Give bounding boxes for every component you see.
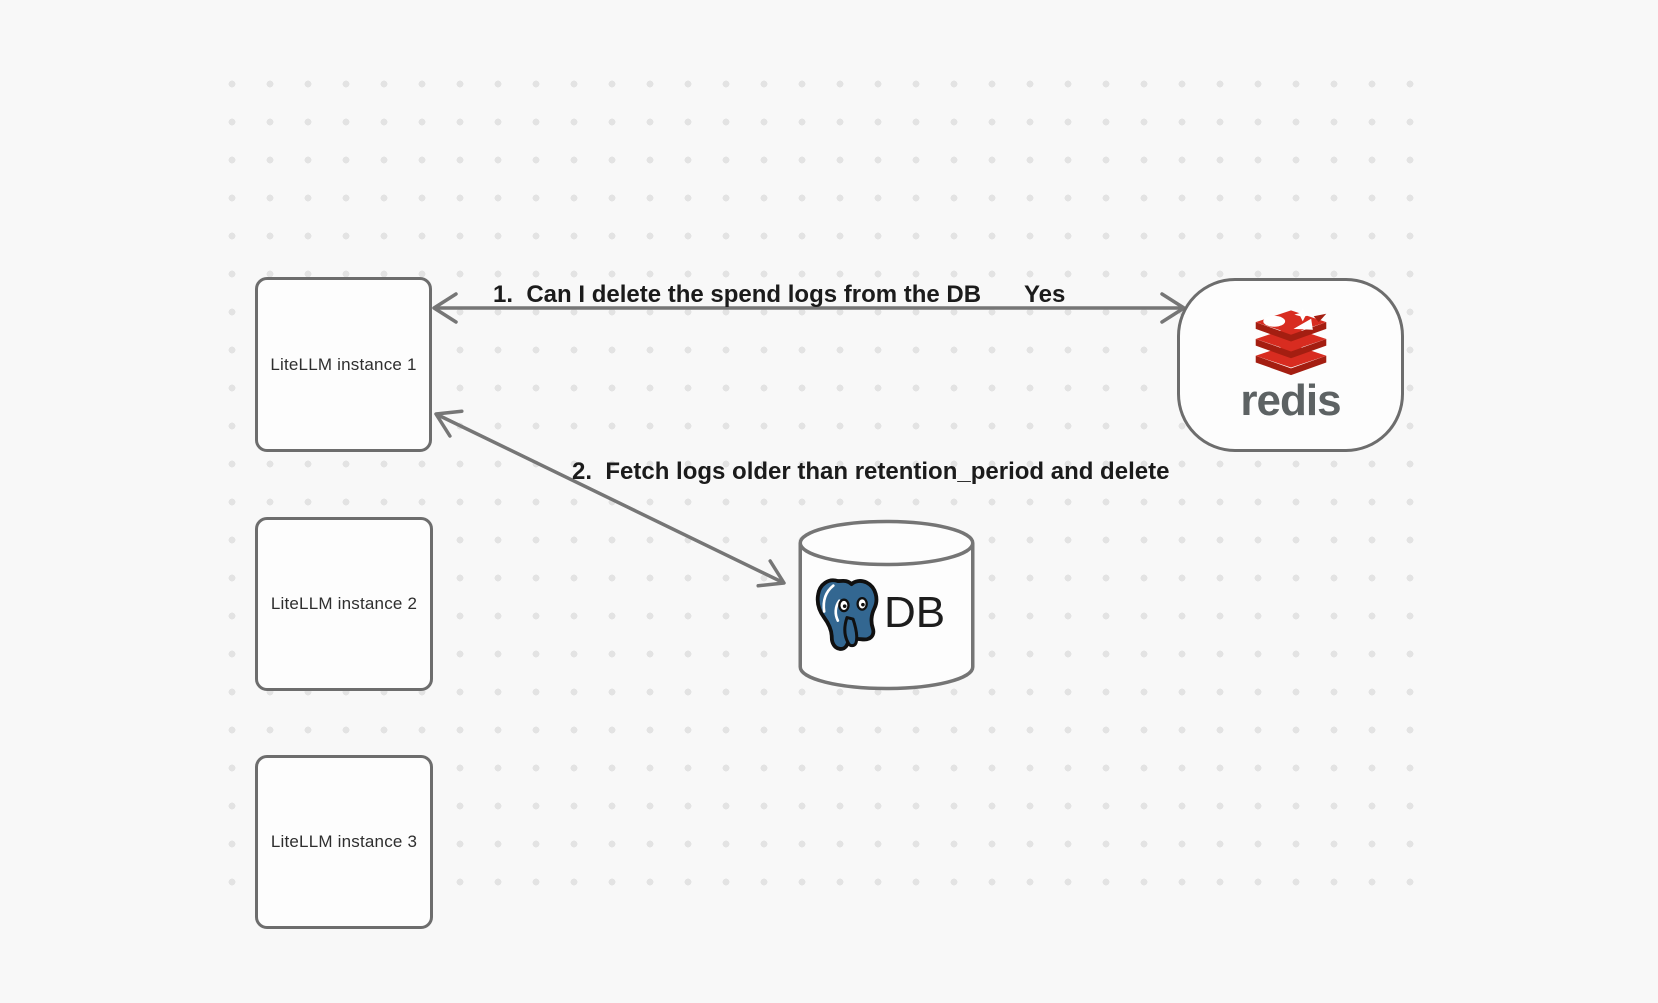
node-redis[interactable]: redis [1177, 278, 1404, 452]
node-label: LiteLLM instance 1 [270, 354, 417, 374]
node-db[interactable]: DB [798, 519, 975, 691]
node-litellm-instance-3[interactable]: LiteLLM instance 3 [255, 755, 433, 929]
postgresql-elephant-icon [815, 578, 879, 651]
node-label: LiteLLM instance 2 [270, 594, 418, 613]
db-label: DB [884, 588, 946, 637]
db-content: DB [812, 575, 945, 651]
edge1-label[interactable]: 1. Can I delete the spend logs from the … [493, 281, 982, 308]
redis-wordmark: redis [1240, 376, 1341, 425]
node-litellm-instance-2[interactable]: LiteLLM instance 2 [255, 517, 433, 691]
node-litellm-instance-1[interactable]: LiteLLM instance 1 [255, 277, 432, 452]
edge-instance1-db-arrow[interactable] [434, 409, 786, 588]
node-label: LiteLLM instance 3 [270, 832, 418, 851]
edge1-answer-label[interactable]: Yes [1024, 281, 1066, 308]
redis-logo-icon [1255, 307, 1326, 376]
edge2-label[interactable]: 2. Fetch logs older than retention_perio… [572, 458, 1170, 485]
